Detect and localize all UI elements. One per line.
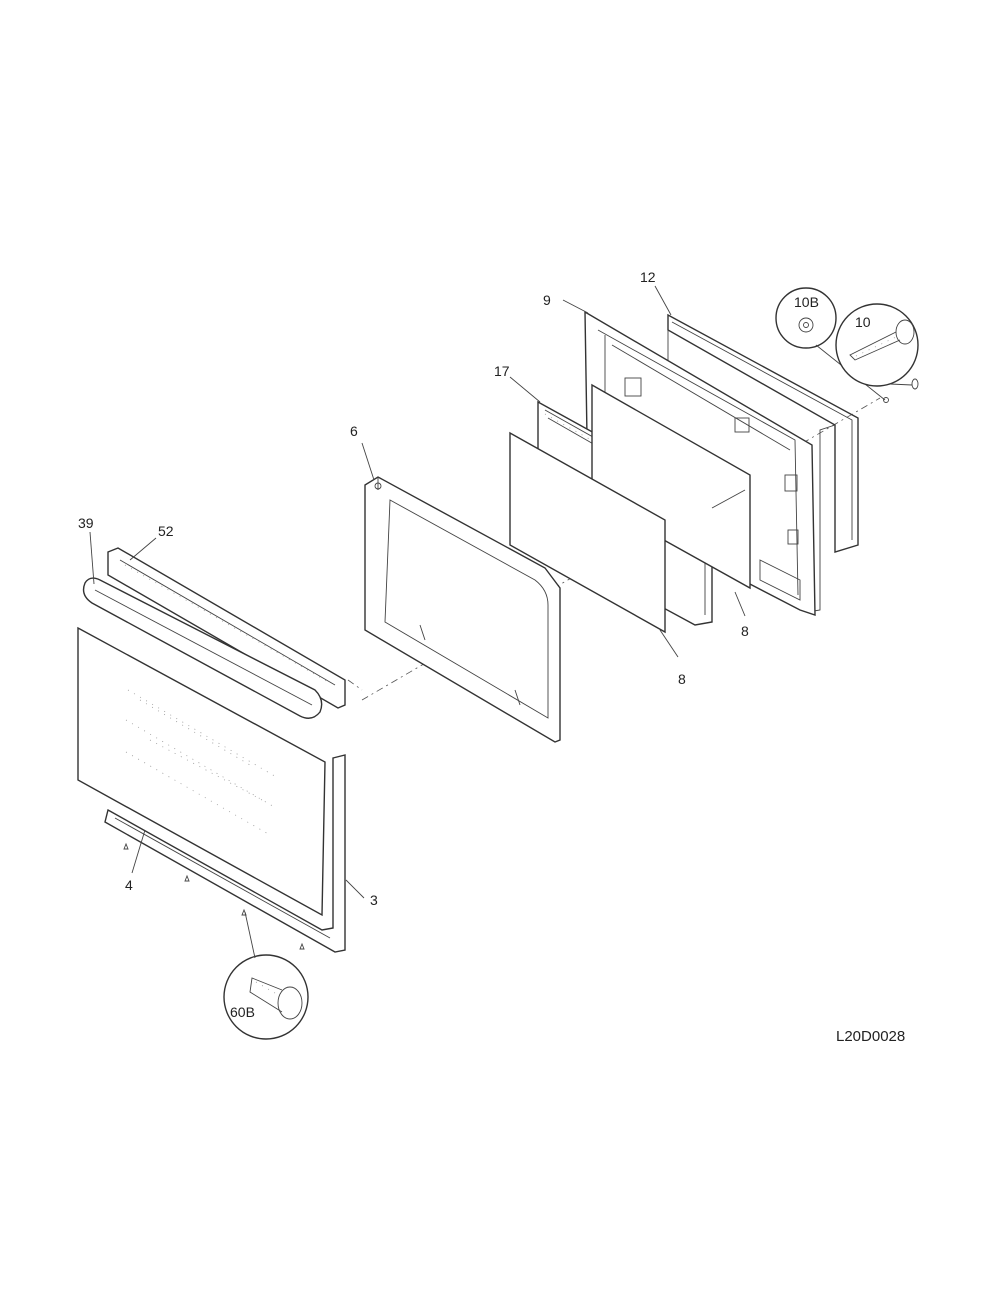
assembly-guide-line: [347, 679, 363, 691]
outer-door-glass: [77, 626, 326, 917]
part-label-8-front: 8: [678, 671, 686, 687]
outer-door-frame: [104, 754, 346, 953]
vent-trim: [107, 547, 346, 709]
trim-screw-callout: [223, 911, 309, 1040]
part-label-17: 17: [494, 363, 510, 379]
part-label-39: 39: [78, 515, 94, 531]
part-label-60b: 60B: [230, 1004, 255, 1020]
part-label-52: 52: [158, 523, 174, 539]
part-label-4: 4: [125, 877, 133, 893]
drawing-code: L20D0028: [836, 1028, 905, 1045]
leader-lines: [89, 285, 746, 899]
washer-callout: [775, 287, 889, 403]
part-label-10b: 10B: [794, 294, 819, 310]
glass-panel-front: [509, 431, 666, 634]
part-label-9: 9: [543, 292, 551, 308]
part-label-10: 10: [855, 314, 871, 330]
glass-retainer-frame: [364, 476, 561, 743]
part-label-12: 12: [640, 269, 656, 285]
part-label-3: 3: [370, 892, 378, 908]
part-label-8-back: 8: [741, 623, 749, 639]
door-screw-callout: [835, 303, 919, 390]
door-handle: [82, 577, 323, 719]
part-label-6: 6: [350, 423, 358, 439]
